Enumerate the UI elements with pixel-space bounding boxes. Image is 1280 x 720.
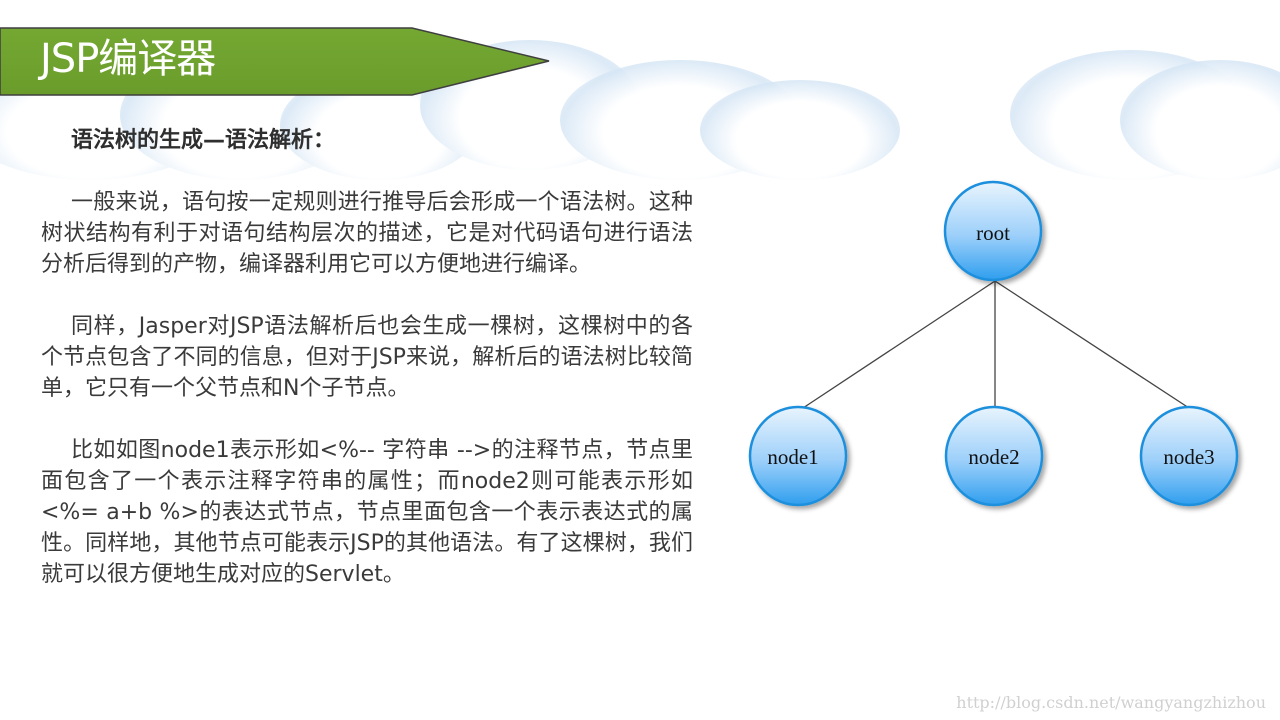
content-text: 语法树的生成—语法解析： 一般来说，语句按一定规则进行推导后会形成一个语法树。这…	[41, 125, 693, 621]
tree-nodes	[748, 180, 1239, 507]
page-title: JSP编译器	[40, 36, 216, 82]
node1-circle	[748, 405, 848, 507]
watermark-url: http://blog.csdn.net/wangyangzhizhou	[956, 693, 1266, 712]
node2-circle	[944, 405, 1044, 507]
node3-circle	[1139, 405, 1239, 507]
banner-arrow-shape	[0, 27, 550, 96]
node1-label: node1	[767, 445, 819, 469]
paragraph-jasper: 同样，Jasper对JSP语法解析后也会生成一棵树，这棵树中的各个节点包含了不同…	[41, 314, 693, 401]
node3-label: node3	[1163, 445, 1215, 469]
section-heading: 语法树的生成—语法解析：	[71, 128, 336, 153]
root-node-label: root	[976, 221, 1010, 245]
edge-root-node1	[802, 280, 996, 409]
root-node-circle	[943, 180, 1043, 282]
node2-label: node2	[968, 445, 1020, 469]
edge-root-node3	[994, 280, 1190, 409]
paragraph-syntax-tree: 一般来说，语句按一定规则进行推导后会形成一个语法树。这种树状结构有利于对语句结构…	[41, 190, 693, 277]
tree-edges	[802, 280, 1190, 409]
title-banner: JSP编译器	[0, 27, 552, 97]
paragraph-example: 比如如图node1表示形如<%-- 字符串 -->的注释节点，节点里面包含了一个…	[41, 438, 693, 587]
